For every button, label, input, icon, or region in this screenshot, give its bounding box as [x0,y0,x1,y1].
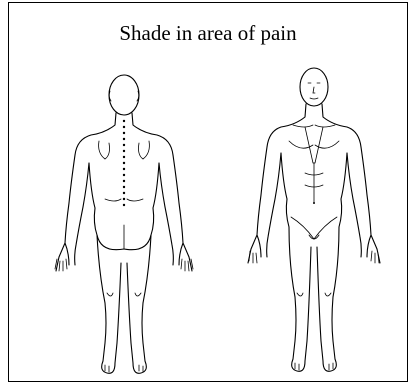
pain-diagram-frame: Shade in area of pain [8,2,408,382]
body-diagram [9,3,409,383]
body-front-icon[interactable] [248,68,380,371]
body-back-icon[interactable] [55,75,193,373]
spine-dots [123,120,125,206]
